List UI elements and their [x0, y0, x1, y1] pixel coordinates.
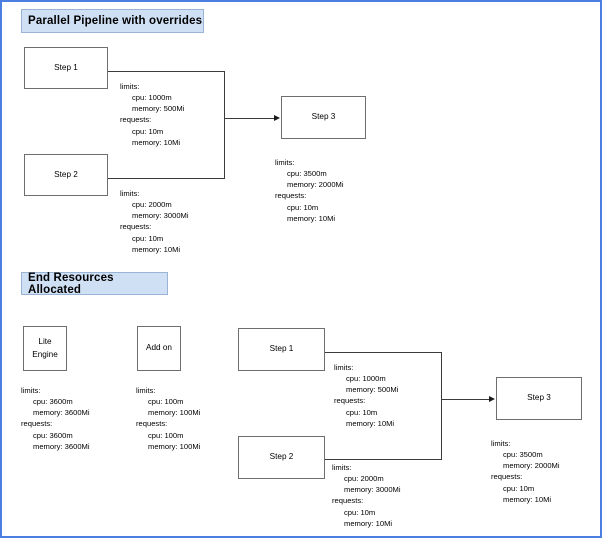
- requests-cpu: cpu: 10m: [344, 507, 376, 517]
- node-add-on-label: Add on: [146, 343, 172, 353]
- requests-memory: memory: 3600Mi: [33, 441, 90, 451]
- connector-bottom-junction-vertical: [441, 352, 442, 460]
- connector-top-junction-vertical: [224, 71, 225, 179]
- limits-label: limits:: [332, 463, 352, 472]
- requests-memory: memory: 10Mi: [287, 213, 336, 223]
- limits-cpu: cpu: 2000m: [344, 474, 384, 484]
- requests-memory: memory: 10Mi: [132, 137, 181, 147]
- requests-label: requests:: [275, 191, 307, 201]
- requests-memory: memory: 10Mi: [344, 518, 393, 528]
- node-add-on[interactable]: Add on: [137, 326, 181, 371]
- requests-label: requests:: [136, 419, 168, 429]
- node-lite-engine-label-line2: Engine: [32, 349, 58, 359]
- node-top-step1[interactable]: Step 1: [24, 47, 108, 89]
- limits-label: limits:: [491, 439, 511, 448]
- requests-label: requests:: [21, 419, 53, 429]
- limits-cpu: cpu: 3500m: [503, 450, 543, 460]
- arrow-head-bottom-step3: [489, 395, 495, 402]
- connector-top-step1-horizontal: [108, 71, 224, 72]
- resources-bottom-step1: limits: cpu: 1000m memory: 500Mi request…: [334, 362, 398, 429]
- requests-memory: memory: 100Mi: [148, 441, 201, 451]
- node-lite-engine-label-line1: Lite: [38, 336, 52, 346]
- limits-cpu: cpu: 1000m: [132, 93, 172, 103]
- connector-bottom-step1-horizontal: [325, 352, 441, 353]
- resources-bottom-step2: limits: cpu: 2000m memory: 3000Mi reques…: [332, 462, 401, 529]
- limits-memory: memory: 2000Mi: [287, 180, 344, 190]
- limits-label: limits:: [120, 189, 140, 198]
- limits-memory: memory: 2000Mi: [503, 461, 560, 471]
- requests-label: requests:: [334, 396, 366, 406]
- requests-cpu: cpu: 10m: [503, 483, 535, 493]
- arrow-head-top-step3: [274, 114, 280, 121]
- requests-cpu: cpu: 100m: [148, 430, 184, 440]
- node-top-step3[interactable]: Step 3: [281, 96, 366, 139]
- node-top-step2[interactable]: Step 2: [24, 154, 108, 196]
- limits-memory: memory: 500Mi: [132, 104, 185, 114]
- limits-memory: memory: 100Mi: [148, 408, 201, 418]
- connector-bottom-step2-horizontal: [325, 459, 441, 460]
- limits-label: limits:: [334, 363, 354, 372]
- limits-label: limits:: [275, 158, 295, 167]
- requests-memory: memory: 10Mi: [346, 418, 395, 428]
- resources-top-step1: limits: cpu: 1000m memory: 500Mi request…: [120, 81, 184, 148]
- node-bottom-step1[interactable]: Step 1: [238, 328, 325, 371]
- limits-cpu: cpu: 3500m: [287, 169, 327, 179]
- requests-cpu: cpu: 10m: [132, 233, 164, 243]
- resources-add-on: limits: cpu: 100m memory: 100Mi requests…: [136, 385, 200, 452]
- requests-label: requests:: [120, 115, 152, 125]
- node-bottom-step1-label: Step 1: [269, 344, 294, 354]
- node-bottom-step2-label: Step 2: [269, 452, 294, 462]
- limits-cpu: cpu: 1000m: [346, 374, 386, 384]
- limits-memory: memory: 500Mi: [346, 385, 399, 395]
- section-title-parallel-pipeline: Parallel Pipeline with overrides: [21, 9, 204, 33]
- limits-cpu: cpu: 2000m: [132, 200, 172, 210]
- requests-memory: memory: 10Mi: [503, 494, 552, 504]
- resources-bottom-step3: limits: cpu: 3500m memory: 2000Mi reques…: [491, 438, 560, 505]
- resources-lite-engine: limits: cpu: 3600m memory: 3600Mi reques…: [21, 385, 90, 452]
- node-top-step2-label: Step 2: [54, 169, 78, 179]
- node-top-step3-label: Step 3: [311, 112, 336, 122]
- node-bottom-step3[interactable]: Step 3: [496, 377, 582, 420]
- limits-memory: memory: 3600Mi: [33, 408, 90, 418]
- node-bottom-step3-label: Step 3: [527, 393, 551, 403]
- connector-top-to-step3: [224, 118, 275, 119]
- section-title-end-resources-allocated: End Resources Allocated: [21, 272, 168, 296]
- requests-memory: memory: 10Mi: [132, 244, 181, 254]
- requests-cpu: cpu: 10m: [132, 126, 164, 136]
- node-lite-engine[interactable]: Lite Engine: [23, 326, 67, 371]
- requests-label: requests:: [491, 472, 523, 482]
- limits-label: limits:: [136, 386, 156, 395]
- requests-cpu: cpu: 10m: [287, 202, 319, 212]
- resources-top-step2: limits: cpu: 2000m memory: 3000Mi reques…: [120, 188, 189, 255]
- node-bottom-step2[interactable]: Step 2: [238, 436, 325, 479]
- requests-label: requests:: [120, 222, 152, 232]
- requests-label: requests:: [332, 496, 364, 506]
- limits-cpu: cpu: 3600m: [33, 397, 73, 407]
- requests-cpu: cpu: 3600m: [33, 430, 73, 440]
- limits-cpu: cpu: 100m: [148, 397, 184, 407]
- limits-memory: memory: 3000Mi: [344, 485, 401, 495]
- requests-cpu: cpu: 10m: [346, 407, 378, 417]
- limits-label: limits:: [120, 82, 140, 91]
- connector-top-step2-horizontal: [108, 178, 224, 179]
- limits-label: limits:: [21, 386, 41, 395]
- node-top-step1-label: Step 1: [54, 62, 78, 72]
- resources-top-step3: limits: cpu: 3500m memory: 2000Mi reques…: [275, 157, 344, 224]
- connector-bottom-to-step3: [441, 399, 490, 400]
- limits-memory: memory: 3000Mi: [132, 211, 189, 221]
